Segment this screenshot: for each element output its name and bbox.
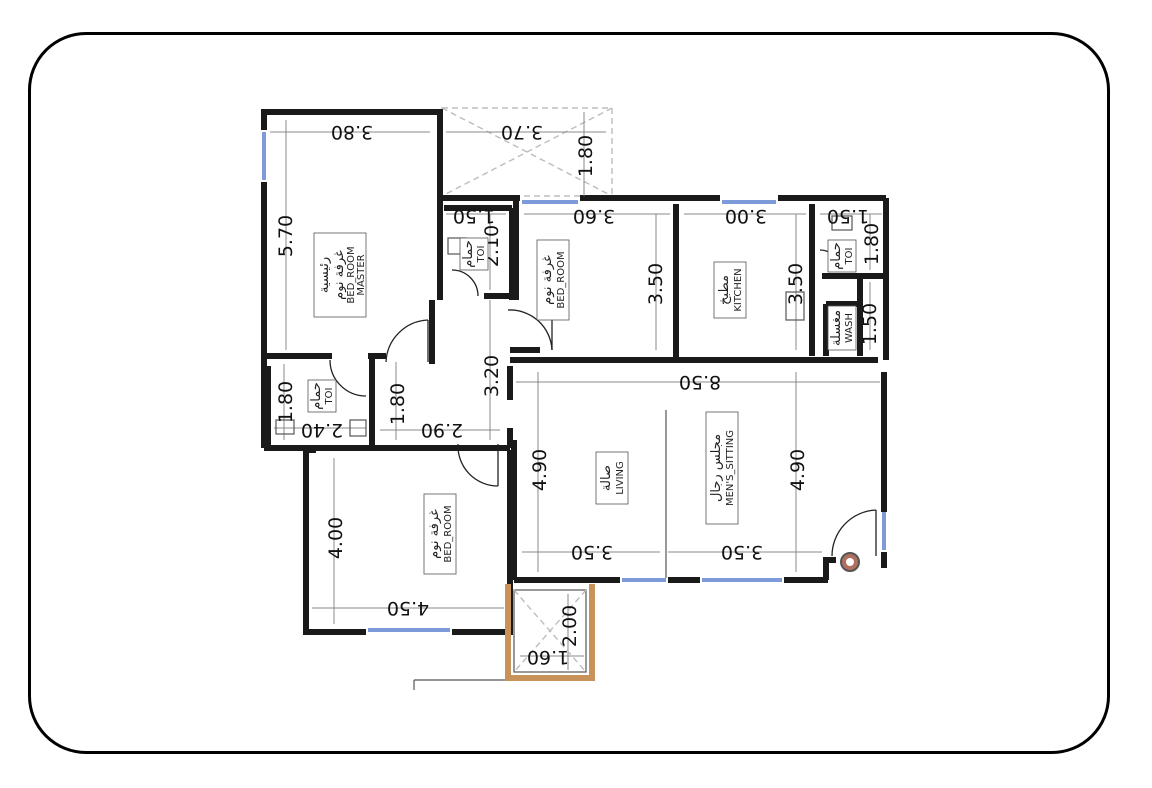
- room-kitchen-en: KITCHEN: [733, 268, 744, 311]
- dim-bed-a-height: 3.50: [645, 263, 667, 305]
- room-master-en1: BED_ROOM: [346, 246, 357, 303]
- room-kitchen-ar: مطبخ: [717, 275, 732, 305]
- dim-sitting-height: 4.90: [787, 449, 809, 491]
- dim-wash-height: 1.50: [859, 303, 881, 345]
- dim-hall-width: 8.50: [679, 371, 721, 393]
- room-bed-b-ar: غرفة نوم: [427, 509, 442, 559]
- dim-living-height: 4.90: [529, 449, 551, 491]
- dim-corridor-height-2: 3.20: [481, 355, 503, 397]
- dim-corridor-width: 2.90: [421, 419, 463, 441]
- room-toi-c-en: TOI: [324, 388, 335, 406]
- dim-toi-a-width: 1.50: [453, 205, 495, 227]
- windows: [262, 132, 886, 632]
- room-toi-a-ar: حمام: [461, 240, 476, 268]
- room-toi-a-en: TOI: [476, 246, 487, 264]
- room-living-en: LIVING: [615, 461, 626, 495]
- dim-toi-b-width: 1.50: [827, 205, 869, 227]
- dim-corridor-height-1: 1.80: [387, 383, 409, 425]
- dim-master-width: 3.80: [331, 121, 373, 143]
- room-bed-a-en: BED_ROOM: [556, 251, 567, 308]
- room-living-ar: صالة: [599, 465, 614, 491]
- dimension-labels: 3.80 5.70 3.70 1.80 1.50 2.10 3.60 3.50 …: [275, 121, 883, 668]
- dim-court-width: 3.70: [501, 121, 543, 143]
- dim-kitchen-width: 3.00: [725, 205, 767, 227]
- dim-court-height: 1.80: [575, 135, 597, 177]
- room-toi-b-ar: حمام: [829, 242, 844, 270]
- dim-bed-a-width: 3.60: [573, 205, 615, 227]
- dim-toi-c-width: 2.40: [301, 419, 343, 441]
- room-wash-en: WASH: [844, 313, 855, 343]
- stair-well: [505, 584, 595, 681]
- room-master-en2: MASTER: [356, 254, 367, 295]
- dim-stair-height: 2.00: [559, 605, 581, 647]
- room-bed-a-ar: غرفة نوم: [540, 255, 555, 305]
- room-master-ar1: رئيسية: [317, 257, 332, 293]
- dim-toi-b-height: 1.80: [861, 223, 883, 265]
- room-labels: رئيسية غرفة نوم BED_ROOM MASTER حمام TOI…: [307, 232, 857, 575]
- dim-living-width: 3.50: [571, 541, 613, 563]
- room-master-ar2: غرفة نوم: [332, 250, 347, 300]
- fixtures: [275, 215, 860, 572]
- dim-kitchen-height: 3.50: [785, 263, 807, 305]
- exterior-walls: [261, 109, 889, 635]
- dim-sitting-width: 3.50: [721, 541, 763, 563]
- dim-bed-b-height: 4.00: [325, 517, 347, 559]
- room-sitting-ar: مجلس رجال: [709, 434, 724, 502]
- dim-bed-b-width: 4.50: [387, 597, 429, 619]
- rounded-frame: [28, 32, 1110, 754]
- room-wash-ar: مغسلة: [829, 310, 844, 346]
- doors: [329, 249, 877, 557]
- dimension-lines: [270, 112, 882, 690]
- room-toi-b-en: TOI: [844, 248, 855, 266]
- room-sitting-en: MEN'S_SITTING: [725, 430, 736, 506]
- room-bed-b-en: BED_ROOM: [443, 505, 454, 562]
- dim-stair-width: 1.60: [527, 646, 569, 668]
- dim-master-height: 5.70: [275, 215, 297, 257]
- dim-toi-c-height: 1.80: [275, 381, 297, 423]
- interior-walls: [264, 200, 884, 448]
- room-toi-c-ar: حمام: [309, 382, 324, 410]
